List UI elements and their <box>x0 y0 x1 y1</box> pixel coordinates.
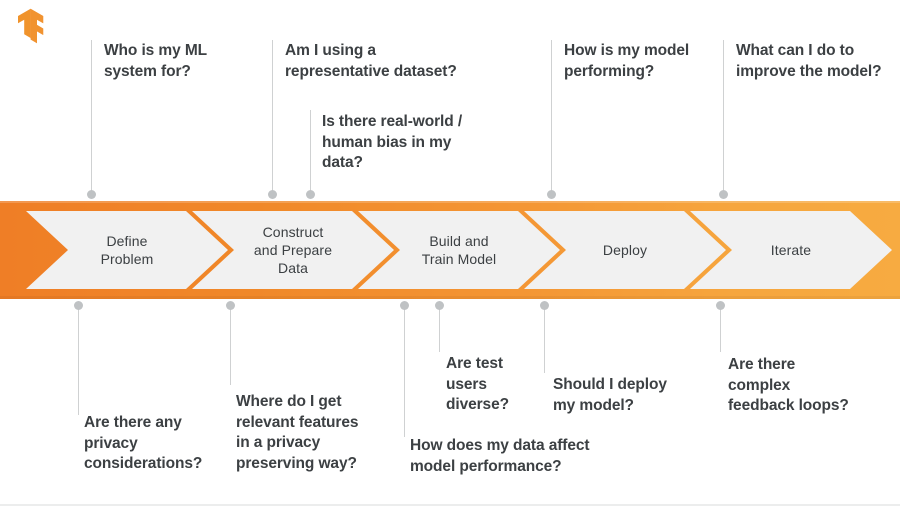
stage-label-iterate: Iterate <box>770 242 812 258</box>
question-privacy-considerations: Are there any privacy considerations? <box>84 414 203 472</box>
connector-line-data-affect-performance <box>404 307 405 437</box>
connector-line-who-ml-system-for <box>91 40 92 195</box>
connector-dot-complex-feedback-loops <box>716 301 725 310</box>
connector-dot-representative-dataset <box>268 190 277 199</box>
connector-dot-privacy-considerations <box>74 301 83 310</box>
connector-line-model-performing <box>551 40 552 195</box>
question-representative-dataset: Am I using a representative dataset? <box>285 42 457 80</box>
stage-label-build-train-model: Build and Train Model <box>421 233 497 267</box>
stage-label-construct-prepare-data: Construct and Prepare Data <box>253 224 333 276</box>
connector-line-real-world-human-bias <box>310 110 311 195</box>
connector-line-privacy-considerations <box>78 307 79 415</box>
banner-bottom-shadow <box>0 296 900 299</box>
connector-line-improve-the-model <box>723 40 724 195</box>
connector-line-test-users-diverse <box>439 307 440 352</box>
question-complex-feedback-loops: Are there complex feedback loops? <box>728 356 849 414</box>
stage-label-define-problem: Define Problem <box>100 233 154 267</box>
question-who-ml-system-for: Who is my ML system for? <box>104 42 207 80</box>
connector-dot-data-affect-performance <box>400 301 409 310</box>
connector-dot-test-users-diverse <box>435 301 444 310</box>
connector-dot-who-ml-system-for <box>87 190 96 199</box>
question-data-affect-performance: How does my data affect model performanc… <box>410 437 590 475</box>
connector-line-representative-dataset <box>272 40 273 195</box>
tensorflow-logo <box>14 8 48 44</box>
connector-line-complex-feedback-loops <box>720 307 721 352</box>
banner-top-highlight <box>0 201 900 203</box>
connector-dot-model-performing <box>547 190 556 199</box>
question-should-i-deploy: Should I deploy my model? <box>553 376 667 414</box>
stage-define-problem[interactable]: Define Problem <box>26 211 228 289</box>
connector-dot-real-world-human-bias <box>306 190 315 199</box>
workflow-banner: Define Problem Construct and Prepare Dat… <box>0 201 900 299</box>
question-test-users-diverse: Are test users diverse? <box>446 355 509 413</box>
stage-label-deploy: Deploy <box>602 242 648 258</box>
connector-dot-should-i-deploy <box>540 301 549 310</box>
question-real-world-human-bias: Is there real-world / human bias in my d… <box>322 113 463 171</box>
connector-dot-improve-the-model <box>719 190 728 199</box>
question-model-performing: How is my model performing? <box>564 42 690 80</box>
connector-line-should-i-deploy <box>544 307 545 373</box>
question-improve-the-model: What can I do to improve the model? <box>736 42 882 80</box>
question-relevant-features-privacy: Where do I get relevant features in a pr… <box>236 393 359 472</box>
connector-line-relevant-features-privacy <box>230 307 231 385</box>
connector-dot-relevant-features-privacy <box>226 301 235 310</box>
